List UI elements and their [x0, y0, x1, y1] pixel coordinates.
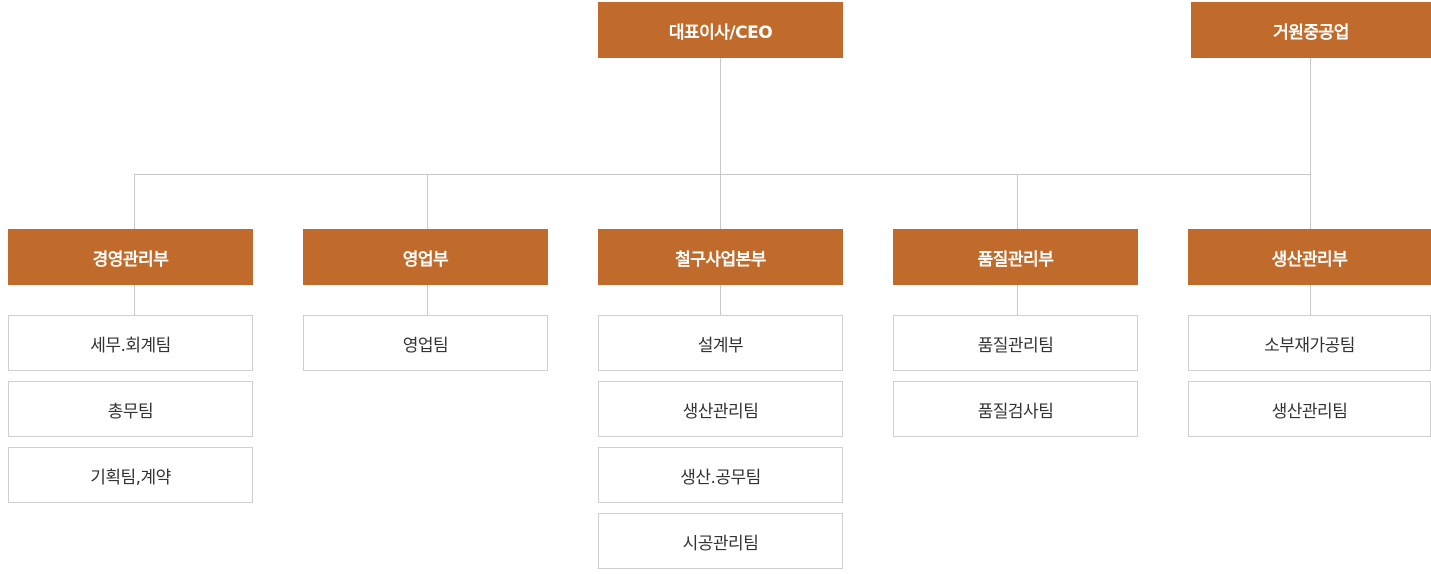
team-box: 시공관리팀 — [598, 513, 843, 569]
team-box: 생산.공무팀 — [598, 447, 843, 503]
team-box: 품질검사팀 — [893, 381, 1138, 437]
dept-quality: 품질관리부 — [893, 229, 1138, 285]
connector-teams-1 — [427, 285, 428, 315]
dept-sales: 영업부 — [303, 229, 548, 285]
connector-teams-2 — [720, 285, 721, 315]
connector-teams-0 — [134, 285, 135, 315]
connector-horizontal-bar — [134, 174, 1311, 175]
dept-management: 경영관리부 — [8, 229, 253, 285]
connector-affiliate — [1310, 58, 1311, 174]
team-box: 소부재가공팀 — [1188, 315, 1431, 371]
ceo-box: 대표이사/CEO — [598, 2, 843, 58]
team-box: 설계부 — [598, 315, 843, 371]
connector-teams-3 — [1017, 285, 1018, 315]
team-box: 품질관리팀 — [893, 315, 1138, 371]
connector-dept-1 — [427, 174, 428, 229]
team-box: 생산관리팀 — [1188, 381, 1431, 437]
team-box: 생산관리팀 — [598, 381, 843, 437]
dept-steel-structure: 철구사업본부 — [598, 229, 843, 285]
connector-dept-3 — [1017, 174, 1018, 229]
affiliate-box: 거원중공업 — [1191, 2, 1431, 58]
team-box: 세무.회계팀 — [8, 315, 253, 371]
team-box: 총무팀 — [8, 381, 253, 437]
connector-dept-4 — [1310, 174, 1311, 229]
team-box: 기획팀,계약 — [8, 447, 253, 503]
connector-dept-0 — [134, 174, 135, 229]
connector-dept-2 — [720, 174, 721, 229]
dept-production: 생산관리부 — [1188, 229, 1431, 285]
connector-ceo — [720, 58, 721, 174]
connector-teams-4 — [1310, 285, 1311, 315]
team-box: 영업팀 — [303, 315, 548, 371]
